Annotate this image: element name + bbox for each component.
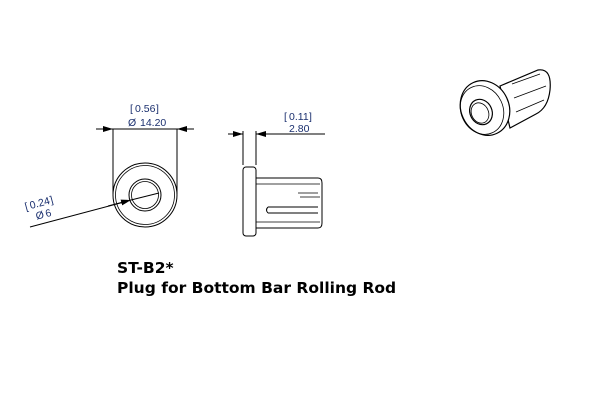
inner-diameter-inch-close: ]	[49, 194, 55, 206]
outer-diameter-inch: 0.56	[135, 103, 156, 115]
inner-diameter-inch-open: [	[24, 201, 30, 213]
flange-thickness-mm: 2.80	[289, 123, 310, 135]
outer-diameter-mm: 14.20	[140, 117, 166, 129]
part-code: ST-B2*	[117, 259, 174, 277]
outer-diameter-inch-open: [	[130, 103, 133, 115]
part-name: Plug for Bottom Bar Rolling Rod	[117, 279, 397, 297]
flange-inch-close: ]	[309, 111, 312, 123]
isometric-view	[459, 69, 551, 136]
diameter-symbol: Ø	[128, 117, 136, 129]
diameter-symbol: Ø	[34, 209, 45, 223]
front-view	[29, 126, 194, 228]
side-view	[228, 131, 325, 237]
inner-diameter-mm: 6	[44, 207, 53, 220]
outer-diameter-inch-close: ]	[156, 103, 159, 115]
inner-diameter-inch: 0.24	[28, 195, 51, 212]
flange-inch-open: [	[284, 111, 287, 123]
flange-thickness-inch: 0.11	[289, 111, 309, 123]
